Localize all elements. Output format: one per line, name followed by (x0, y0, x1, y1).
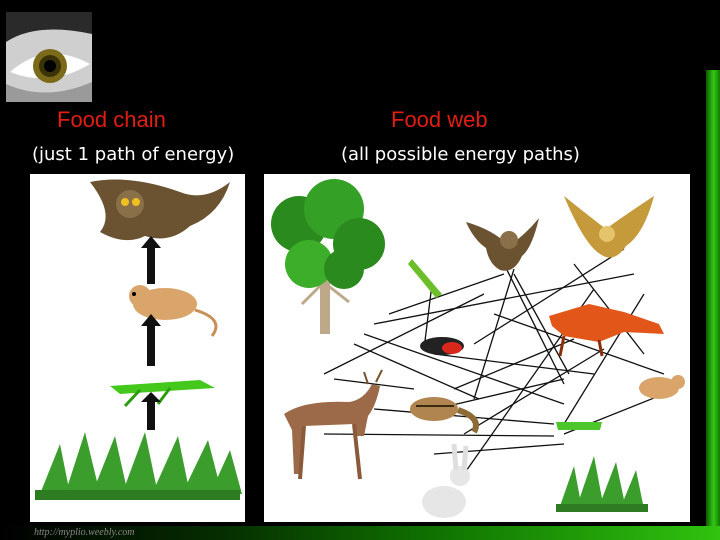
mouse-icon (639, 375, 685, 399)
food-web-title: Food web (391, 107, 488, 132)
bird-icon (420, 337, 464, 355)
grasshopper-icon (408, 259, 442, 298)
fox-icon (549, 304, 664, 357)
tree-icon (271, 179, 385, 334)
green-accent-bar-bottom (0, 526, 720, 540)
grass-icon (35, 432, 242, 500)
food-chain-subtitle: (just 1 path of energy) (32, 144, 235, 165)
grasshopper-icon (556, 422, 602, 430)
grasshopper-icon (110, 380, 215, 408)
arrow-head (141, 236, 161, 248)
owl-icon (90, 179, 230, 241)
arrow-shaft (147, 246, 155, 284)
rabbit-icon (422, 443, 470, 518)
food-web-subtitle: (all possible energy paths) (341, 144, 580, 165)
owl-icon (466, 218, 539, 271)
source-credit: http://myplio.weebly.com (34, 527, 135, 538)
energy-arrows (323, 248, 665, 475)
food-chain-panel (30, 174, 245, 522)
grass-icon (556, 456, 648, 512)
mouse-icon (129, 285, 218, 337)
chipmunk-icon (410, 397, 479, 434)
green-accent-bar-right (706, 70, 720, 540)
food-chain-title: Food chain (57, 107, 166, 132)
eye-photo (6, 12, 92, 102)
deer-icon (284, 369, 383, 480)
food-web-panel (264, 174, 690, 522)
hawk-icon (564, 196, 654, 258)
